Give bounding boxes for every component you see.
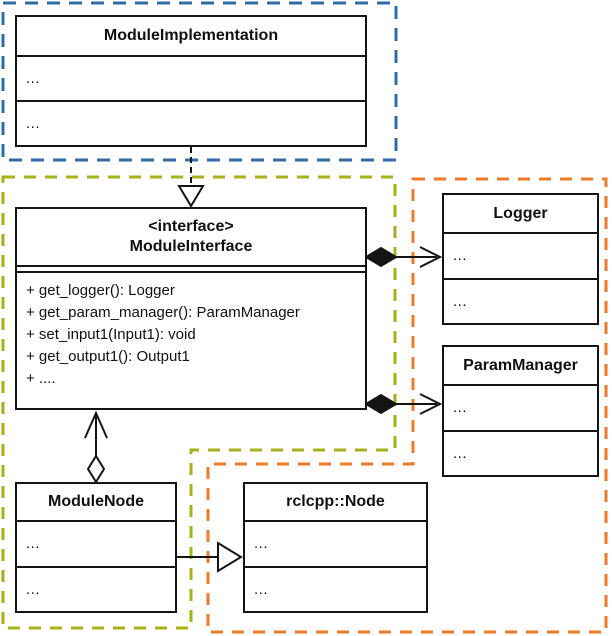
class-compartment: ... — [17, 565, 175, 612]
methods-compartment: + get_logger(): Logger + get_param_manag… — [17, 273, 365, 408]
class-parammanager: ParamManager ... ... — [442, 345, 599, 477]
method-signature: + get_param_manager(): ParamManager — [26, 304, 300, 321]
class-title: rclcpp::Node — [245, 484, 426, 522]
class-modulenode: ModuleNode ... ... — [15, 482, 177, 613]
class-rclcppnode: rclcpp::Node ... ... — [243, 482, 428, 613]
class-compartment: ... — [444, 429, 597, 476]
class-compartment: ... — [17, 100, 365, 145]
method-signature: + get_logger(): Logger — [26, 282, 175, 299]
class-title: ParamManager — [444, 347, 597, 386]
class-stereotype: <interface> — [148, 218, 234, 235]
class-compartment: ... — [26, 70, 41, 87]
implementation-scope-outline — [1, 1, 398, 162]
generalization-arrow — [177, 541, 243, 573]
external-scope-outline — [206, 177, 608, 634]
composition-link-parammanager — [364, 393, 443, 415]
module-scope-outline — [1, 175, 397, 630]
aggregation-arrow — [84, 410, 108, 484]
composition-link-logger — [364, 246, 443, 268]
class-moduleinterface: <interface> ModuleInterface + get_logger… — [15, 207, 367, 410]
class-compartment: ... — [453, 247, 468, 265]
class-compartment: ... — [26, 535, 41, 553]
class-title: ModuleNode — [17, 484, 175, 522]
realization-arrow — [177, 147, 205, 208]
class-moduleimplementation: ModuleImplementation ... ... — [15, 15, 367, 147]
method-signature: + get_output1(): Output1 — [26, 348, 190, 365]
method-signature: + set_input1(Input1): void — [26, 326, 196, 343]
class-title: <interface> ModuleInterface — [17, 209, 365, 267]
attributes-compartment-empty — [17, 267, 365, 273]
class-compartment: ... — [254, 535, 269, 553]
class-compartment: ... — [245, 565, 426, 612]
class-title: ModuleImplementation — [17, 17, 365, 57]
class-name: ModuleInterface — [129, 238, 253, 255]
class-logger: Logger ... ... — [442, 193, 599, 325]
class-compartment: ... — [444, 277, 597, 324]
class-compartment: ... — [453, 399, 468, 417]
method-signature: + .... — [26, 370, 56, 387]
class-title: Logger — [444, 195, 597, 234]
